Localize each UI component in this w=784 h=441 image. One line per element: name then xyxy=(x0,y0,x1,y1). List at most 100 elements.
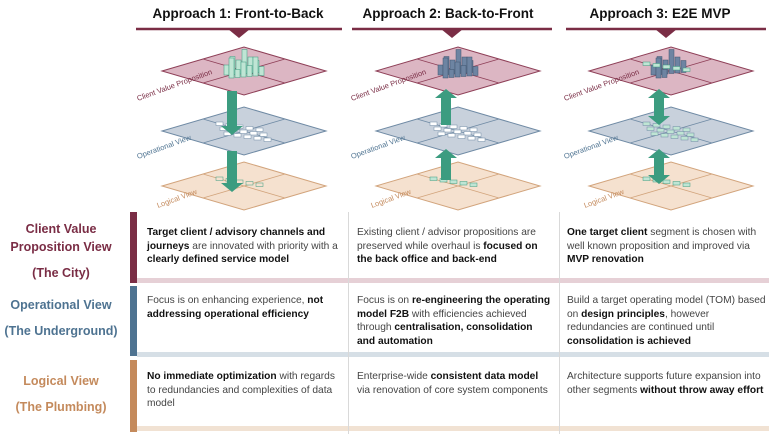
cell-text-segment: design principles xyxy=(581,308,665,320)
tile xyxy=(660,133,669,138)
cell-text-segment: with efficiencies achieved through xyxy=(357,308,527,334)
arrow-down-shaft xyxy=(227,151,237,184)
tile xyxy=(449,179,458,184)
column-divider-2 xyxy=(559,212,560,434)
row-sub-client-value: (The City) xyxy=(32,266,90,280)
cell-logical-approach-1: No immediate optimization with regards t… xyxy=(147,370,342,411)
logical-layer xyxy=(160,161,328,211)
arrow-up-head xyxy=(435,89,457,98)
tile xyxy=(429,121,438,126)
tile xyxy=(459,181,468,186)
cell-text-segment: without throw away effort xyxy=(640,384,764,396)
arrow-down-shaft xyxy=(654,93,664,117)
arrow-up-head xyxy=(435,149,457,158)
tile xyxy=(642,61,651,66)
tile xyxy=(453,129,462,134)
row-bar-logical xyxy=(130,360,137,432)
arrow-down xyxy=(648,93,670,125)
building xyxy=(655,57,662,79)
building xyxy=(680,60,687,73)
cell-text-segment: focused on the back office and back-end xyxy=(357,240,538,266)
row-title-client-value: Client Value Proposition View xyxy=(10,222,112,254)
logical-layer-grid-line xyxy=(629,173,713,199)
building xyxy=(674,56,681,74)
building xyxy=(246,65,253,77)
tile xyxy=(682,182,691,187)
client-value-buildings xyxy=(223,49,265,79)
building xyxy=(661,69,668,78)
building xyxy=(252,56,259,77)
tile xyxy=(469,127,478,132)
arrow-down xyxy=(221,91,243,135)
tile xyxy=(245,126,254,131)
building xyxy=(442,57,449,79)
tile xyxy=(680,136,689,141)
building xyxy=(668,49,675,74)
row-divider-operational xyxy=(137,352,769,357)
tile xyxy=(245,181,254,186)
tile xyxy=(670,134,679,139)
row-bar-client-value xyxy=(130,212,137,283)
client-value-tiles xyxy=(642,61,691,72)
arrow-down xyxy=(221,151,243,192)
operational-tiles xyxy=(642,121,699,142)
arrow-down-shaft xyxy=(227,91,237,127)
building xyxy=(437,64,444,76)
tile xyxy=(259,132,268,137)
tile xyxy=(235,179,244,184)
tile xyxy=(662,64,671,69)
building xyxy=(454,61,461,78)
tile xyxy=(682,127,691,132)
arrow-down-head xyxy=(648,175,670,184)
tile xyxy=(243,134,252,139)
cell-text-segment: with regards to redundancies and complex… xyxy=(147,371,335,409)
approach-3-title: Approach 3: E2E MVP xyxy=(589,6,731,21)
tile xyxy=(239,129,248,134)
tile xyxy=(459,126,468,131)
approach-1-banner xyxy=(136,27,342,38)
tile xyxy=(662,124,671,129)
cell-text-segment: Focus is on xyxy=(357,295,412,306)
cell-text-segment: , however redundancies are continued unt… xyxy=(567,308,715,334)
tile xyxy=(457,134,466,139)
approach-2-banner xyxy=(352,27,552,38)
cell-text-segment: No immediate optimization xyxy=(147,371,277,382)
column-divider-1 xyxy=(348,212,349,434)
tile xyxy=(463,131,472,136)
tile xyxy=(215,121,224,126)
tile xyxy=(656,128,665,133)
cell-operational-approach-2: Focus is on re-engineering the operating… xyxy=(357,294,553,348)
tile xyxy=(672,66,681,71)
cell-text-segment: Target client / advisory channels and jo… xyxy=(147,227,326,252)
tile xyxy=(666,129,675,134)
cell-text-segment: are innovated with priority with a xyxy=(189,240,338,252)
row-bar-operational xyxy=(130,286,137,356)
building xyxy=(472,66,479,76)
tile xyxy=(255,182,264,187)
building xyxy=(466,56,473,77)
approach-2-title: Approach 2: Back-to-Front xyxy=(362,6,534,21)
row-title-logical: Logical View xyxy=(23,374,99,388)
tile xyxy=(650,131,659,136)
cell-text-segment: via renovation of core system components xyxy=(357,384,548,396)
cell-text-segment: Enterprise-wide xyxy=(357,371,431,382)
arrow-down-shaft xyxy=(654,153,664,176)
row-label-logical: Logical View (The Plumbing) xyxy=(0,372,122,416)
cell-text-segment: centralisation, consolidation and automa… xyxy=(357,322,533,347)
tile xyxy=(662,179,671,184)
cell-text-segment: Existing client / advisor propositions a… xyxy=(357,227,536,252)
cell-client-value-approach-3: One target client segment is chosen with… xyxy=(567,226,767,267)
tile xyxy=(672,126,681,131)
logical-layer-grid-line xyxy=(202,173,286,199)
cell-text-segment: re-engineering the operating model F2B xyxy=(357,295,551,320)
layer-label-operational: Operational View xyxy=(350,133,407,161)
cell-text-segment: consistent data model xyxy=(430,371,539,382)
tile xyxy=(263,137,272,142)
tile xyxy=(215,176,224,181)
building xyxy=(460,65,467,77)
cell-text-segment: Focus is on enhancing experience, xyxy=(147,295,308,306)
arrow-down xyxy=(648,153,670,184)
